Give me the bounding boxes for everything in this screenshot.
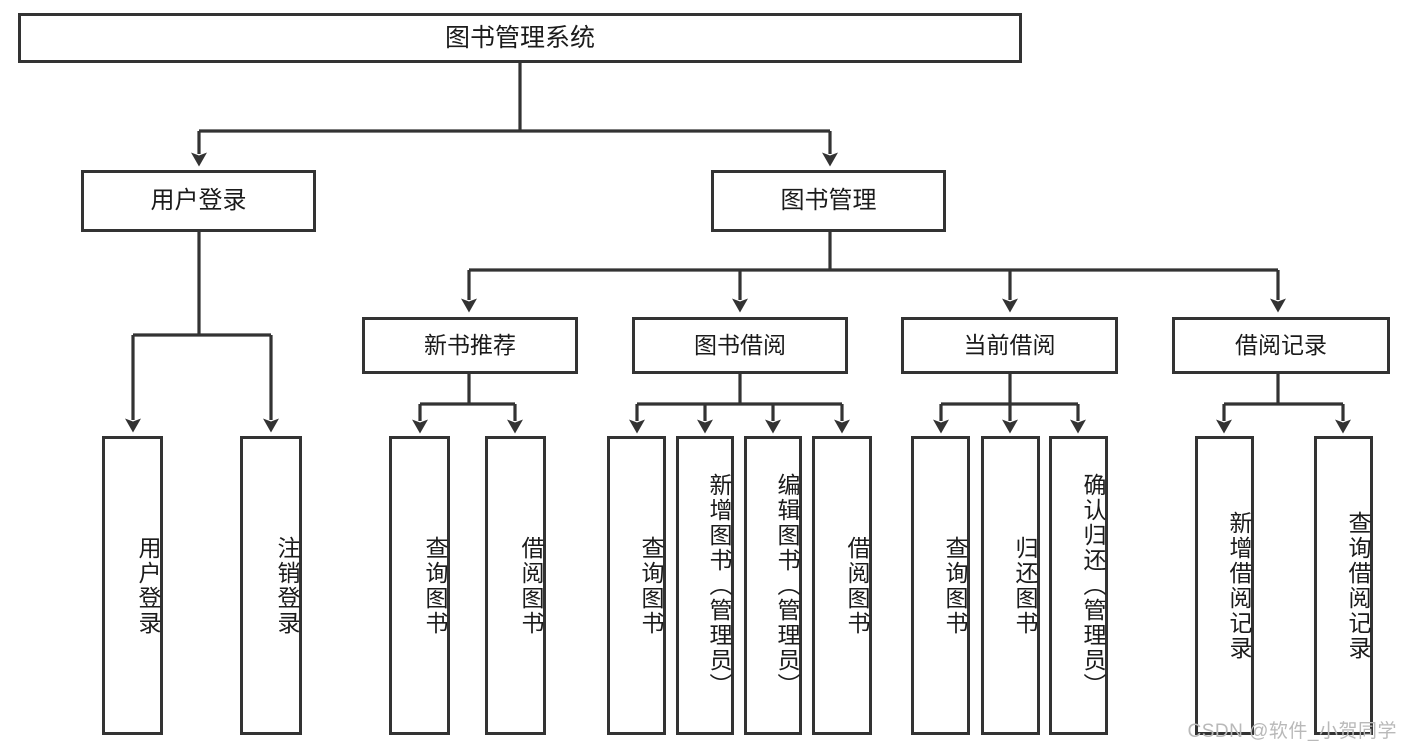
node-book-management-label: 图书管理 xyxy=(780,186,877,214)
node-leaf-query-book-current-label: 查询图书 xyxy=(942,535,968,636)
node-leaf-edit-book-admin-label: 编辑图书（管理员） xyxy=(774,473,800,698)
node-leaf-query-borrow-record[interactable]: 查询借阅记录 xyxy=(1314,436,1373,735)
node-leaf-borrow-book-recommend-label: 借阅图书 xyxy=(518,535,544,636)
node-leaf-add-borrow-record-label: 新增借阅记录 xyxy=(1226,510,1252,661)
node-borrow-record-label: 借阅记录 xyxy=(1235,331,1327,358)
node-leaf-confirm-return-admin[interactable]: 确认归还（管理员） xyxy=(1049,436,1108,735)
node-leaf-query-book-current[interactable]: 查询图书 xyxy=(911,436,970,735)
node-new-book-recommend-label: 新书推荐 xyxy=(424,331,516,358)
node-leaf-user-login[interactable]: 用户登录 xyxy=(102,436,163,735)
node-leaf-add-book-admin[interactable]: 新增图书（管理员） xyxy=(676,436,734,735)
node-root-library-system[interactable]: 图书管理系统 xyxy=(18,13,1022,63)
node-leaf-query-book-recommend[interactable]: 查询图书 xyxy=(389,436,450,735)
node-leaf-user-login-label: 用户登录 xyxy=(135,535,161,636)
node-leaf-confirm-return-admin-label: 确认归还（管理员） xyxy=(1080,473,1106,698)
node-book-management[interactable]: 图书管理 xyxy=(711,170,946,232)
node-current-borrow-label: 当前借阅 xyxy=(963,331,1056,358)
node-leaf-add-borrow-record[interactable]: 新增借阅记录 xyxy=(1195,436,1254,735)
node-leaf-return-book-label: 归还图书 xyxy=(1012,535,1038,636)
node-leaf-logout-label: 注销登录 xyxy=(274,535,300,636)
node-user-login[interactable]: 用户登录 xyxy=(81,170,316,232)
node-leaf-borrow-book[interactable]: 借阅图书 xyxy=(812,436,872,735)
node-leaf-borrow-book-recommend[interactable]: 借阅图书 xyxy=(485,436,546,735)
node-new-book-recommend[interactable]: 新书推荐 xyxy=(362,317,578,374)
node-book-borrow[interactable]: 图书借阅 xyxy=(632,317,848,374)
node-root-label: 图书管理系统 xyxy=(444,24,595,52)
node-leaf-query-book-borrow-label: 查询图书 xyxy=(638,535,664,636)
node-leaf-return-book[interactable]: 归还图书 xyxy=(981,436,1040,735)
node-leaf-logout[interactable]: 注销登录 xyxy=(240,436,302,735)
node-leaf-add-book-admin-label: 新增图书（管理员） xyxy=(706,473,732,698)
node-book-borrow-label: 图书借阅 xyxy=(694,331,786,358)
node-leaf-query-book-borrow[interactable]: 查询图书 xyxy=(607,436,666,735)
node-borrow-record[interactable]: 借阅记录 xyxy=(1172,317,1390,374)
node-user-login-label: 用户登录 xyxy=(150,186,247,214)
node-leaf-query-borrow-record-label: 查询借阅记录 xyxy=(1345,510,1371,661)
node-current-borrow[interactable]: 当前借阅 xyxy=(901,317,1118,374)
node-leaf-borrow-book-label: 借阅图书 xyxy=(844,535,870,636)
node-leaf-edit-book-admin[interactable]: 编辑图书（管理员） xyxy=(744,436,802,735)
node-leaf-query-book-recommend-label: 查询图书 xyxy=(422,535,448,636)
